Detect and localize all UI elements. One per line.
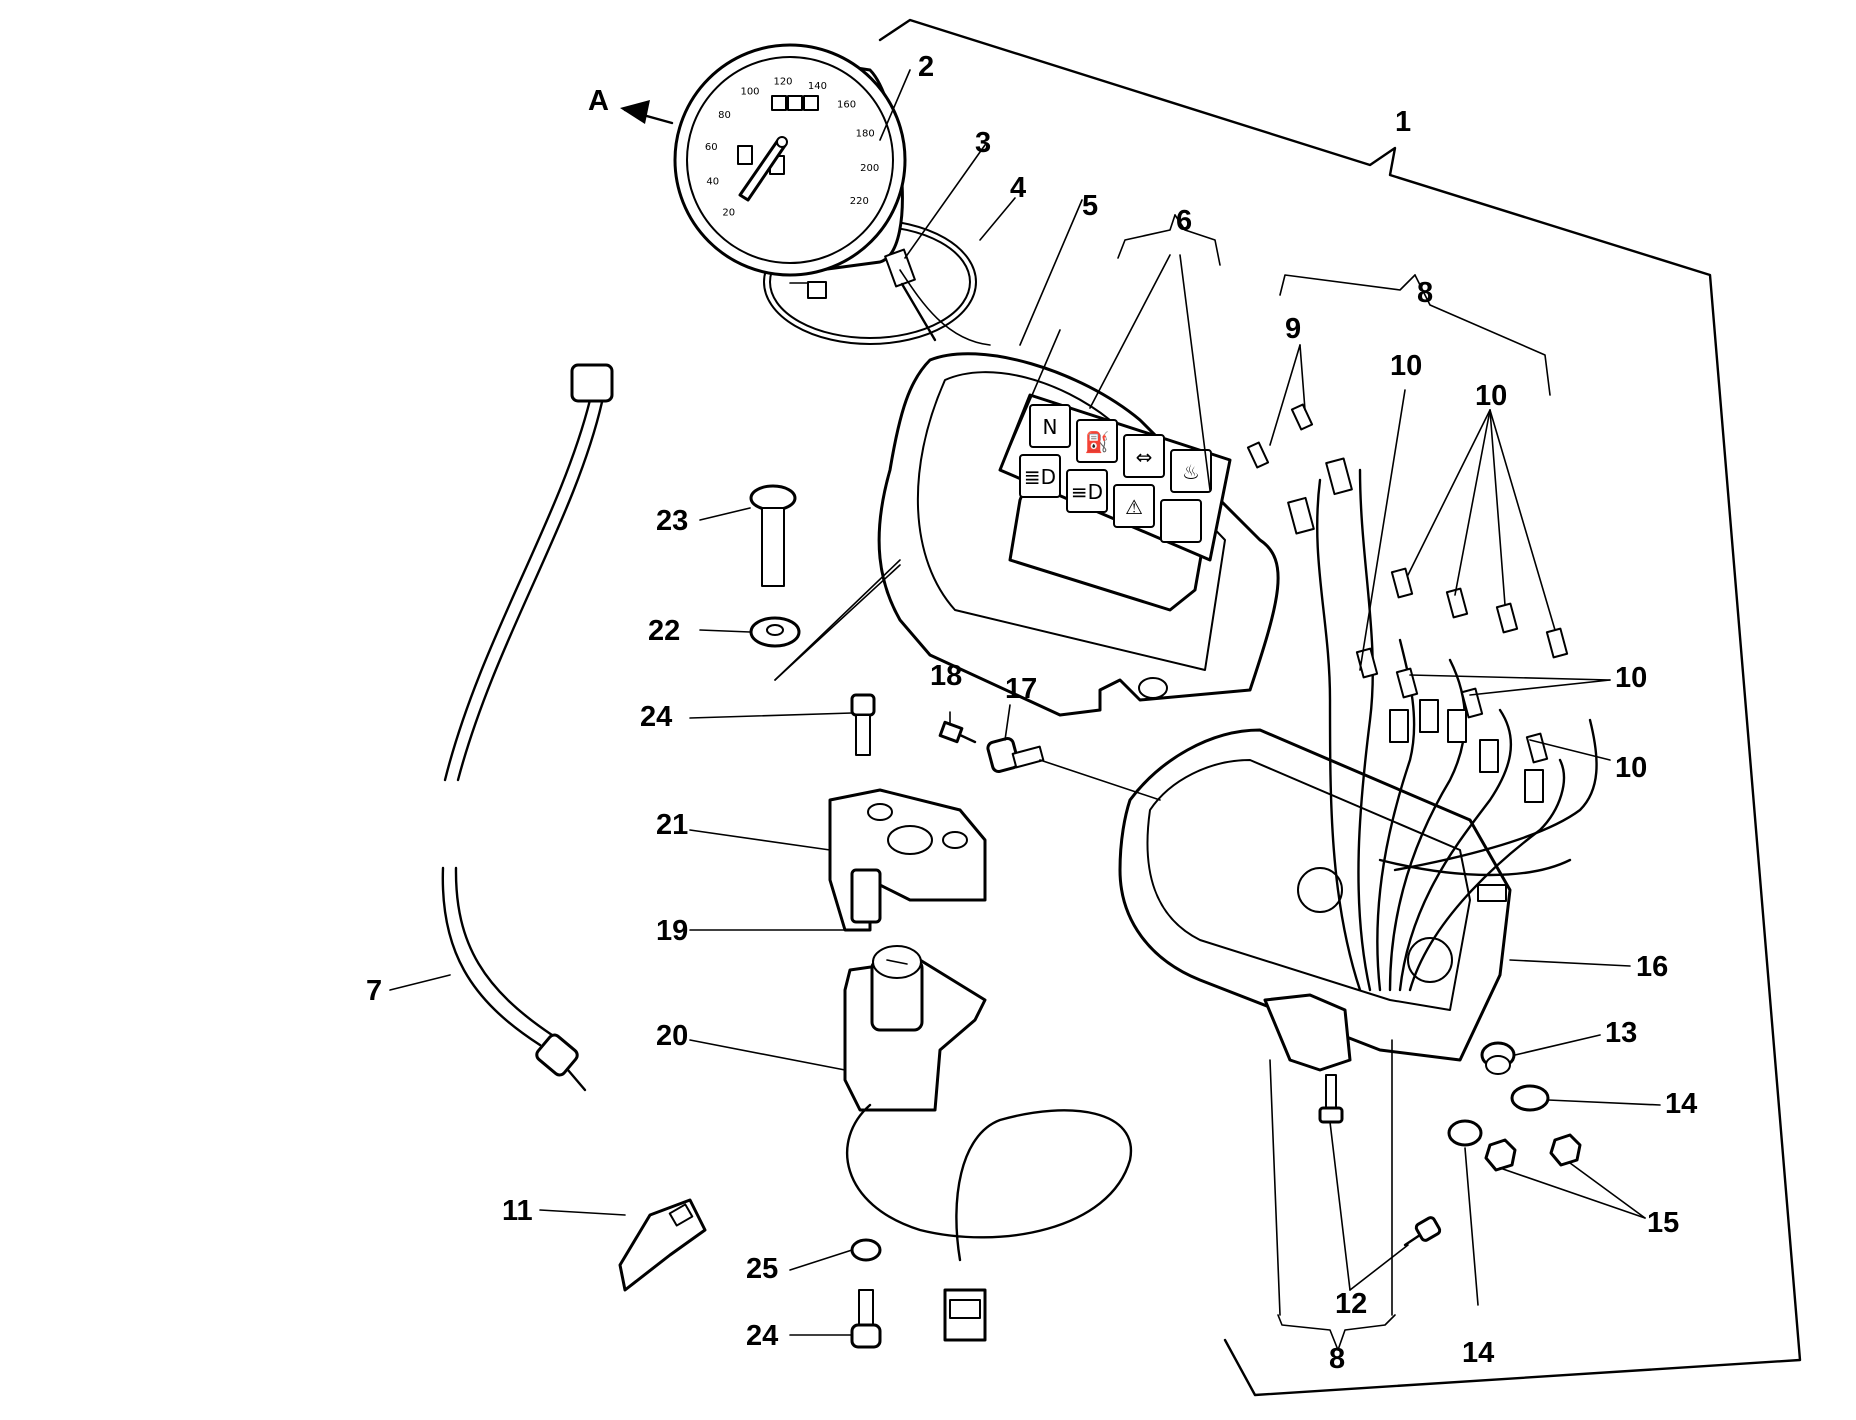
- warning-symbol-frame: [1113, 484, 1155, 528]
- washer-22: [749, 616, 801, 648]
- warning-symbol-cell: ♨: [1170, 449, 1212, 493]
- screw-24-lower: [850, 1289, 882, 1349]
- washer-25: [850, 1238, 882, 1262]
- callout-6: 6: [1176, 205, 1192, 237]
- callout-10-d: 10: [1615, 752, 1647, 784]
- speedometer-scale-label: 200: [860, 163, 879, 174]
- screw-23: [749, 484, 797, 587]
- callout-3: 3: [975, 127, 991, 159]
- speedometer-scale-label: 160: [837, 99, 856, 110]
- warning-symbol-icon: ⚠: [1125, 495, 1143, 519]
- callout-15: 15: [1647, 1207, 1679, 1239]
- warning-symbol-cell: ≡D: [1066, 469, 1108, 513]
- screw-24-upper: [850, 693, 876, 756]
- warning-symbol-cell: ⇔: [1123, 434, 1165, 478]
- warning-symbol-cell: ≣D: [1019, 454, 1061, 498]
- warning-symbol-icon: ⛽: [1085, 430, 1110, 454]
- speedometer-scale-label: 180: [856, 129, 875, 140]
- speedometer-scale-label: 220: [850, 196, 869, 207]
- callout-10-a: 10: [1390, 350, 1422, 382]
- speedometer-scale-label: 120: [773, 76, 792, 87]
- callout-11: 11: [502, 1195, 533, 1227]
- speedometer-scale-label: 80: [718, 110, 731, 121]
- wiring-harness: [1263, 457, 1598, 1072]
- callout-9: 9: [1285, 313, 1301, 345]
- callout-20: 20: [656, 1020, 688, 1052]
- trip-knob-17: [986, 736, 1045, 774]
- callout-22: 22: [648, 615, 680, 647]
- callout-18: 18: [930, 660, 962, 692]
- warning-symbol-icon: ≡D: [1071, 480, 1103, 504]
- warning-symbol-frame: [1066, 469, 1108, 513]
- callout-2: 2: [918, 51, 934, 83]
- warning-symbol-frame: [1019, 454, 1061, 498]
- speedometer-scale-label: 60: [705, 142, 718, 153]
- callout-25: 25: [746, 1253, 778, 1285]
- warning-symbol-frame: [1170, 449, 1212, 493]
- callout-21: 21: [656, 809, 688, 841]
- warning-symbol-frame: [1029, 404, 1071, 448]
- speedometer-scale: 20 40 60 80 100 120 140 160 180 200 220: [705, 76, 879, 218]
- view-arrow-label: A: [588, 85, 609, 117]
- warning-symbol-cell: N: [1029, 404, 1071, 448]
- ignition-switch: [843, 945, 1133, 1342]
- warning-symbol-frame: [1123, 434, 1165, 478]
- callout-16: 16: [1636, 951, 1668, 983]
- callout-1: 1: [1395, 106, 1411, 138]
- callout-8-bottom: 8: [1329, 1343, 1345, 1375]
- rubber-13: [1480, 1041, 1516, 1075]
- callout-24-upper: 24: [640, 701, 672, 733]
- warning-symbol-cell: ⛽: [1076, 419, 1118, 463]
- callout-10-b: 10: [1475, 380, 1507, 412]
- warning-symbol-frame: [1160, 499, 1202, 543]
- warning-symbol-cell: [1160, 499, 1202, 543]
- warning-light-panel: N ⛽ ⇔ ♨ ≣D ≡D ⚠: [998, 393, 1232, 612]
- screw-18: [938, 720, 977, 744]
- warning-symbol-icon: ⇔: [1136, 445, 1153, 469]
- spacer-19: [850, 868, 882, 924]
- callout-17: 17: [1005, 673, 1037, 705]
- callout-14-bottom: 14: [1462, 1337, 1494, 1369]
- washer-14-right: [1510, 1084, 1550, 1112]
- callout-4: 4: [1010, 172, 1026, 204]
- warning-symbol-cell: ⚠: [1113, 484, 1155, 528]
- warning-symbol-frame: [1076, 419, 1118, 463]
- callout-13: 13: [1605, 1017, 1637, 1049]
- callout-14-right: 14: [1665, 1088, 1697, 1120]
- callout-24-lower: 24: [746, 1320, 778, 1352]
- bulbs-9: [1246, 403, 1314, 469]
- callout-10-c: 10: [1615, 662, 1647, 694]
- nuts-15: [1484, 1133, 1582, 1172]
- leader-lines: [389, 69, 1661, 1351]
- instrument-housing: [1118, 728, 1512, 1062]
- washer-14-left: [1447, 1119, 1483, 1147]
- callout-23: 23: [656, 505, 688, 537]
- key-11: [618, 1198, 707, 1292]
- callout-5: 5: [1082, 190, 1098, 222]
- screws-12: [1318, 1074, 1442, 1247]
- view-arrow-a: A: [588, 85, 674, 125]
- warning-symbol-icon: N: [1043, 415, 1058, 439]
- warning-symbol-icon: ≣D: [1024, 465, 1056, 489]
- speedometer-scale-label: 40: [706, 177, 719, 188]
- speedometer-scale-label: 100: [740, 87, 759, 98]
- callout-19: 19: [656, 915, 688, 947]
- callout-7: 7: [366, 975, 382, 1007]
- callout-8-top: 8: [1417, 277, 1433, 309]
- speedometer: 20 40 60 80 100 120 140 160 180 200 220: [673, 43, 977, 345]
- assembly-bracket-1: [878, 18, 1802, 1397]
- warning-symbol-grid: N ⛽ ⇔ ♨ ≣D ≡D ⚠: [1019, 404, 1212, 543]
- bulb-3: [884, 248, 937, 342]
- callout-12: 12: [1335, 1288, 1367, 1320]
- warning-symbol-icon: ♨: [1182, 460, 1200, 484]
- speedometer-scale-label: 20: [722, 207, 735, 218]
- speedometer-scale-label: 140: [808, 81, 827, 92]
- speedometer-cable: [441, 363, 614, 1092]
